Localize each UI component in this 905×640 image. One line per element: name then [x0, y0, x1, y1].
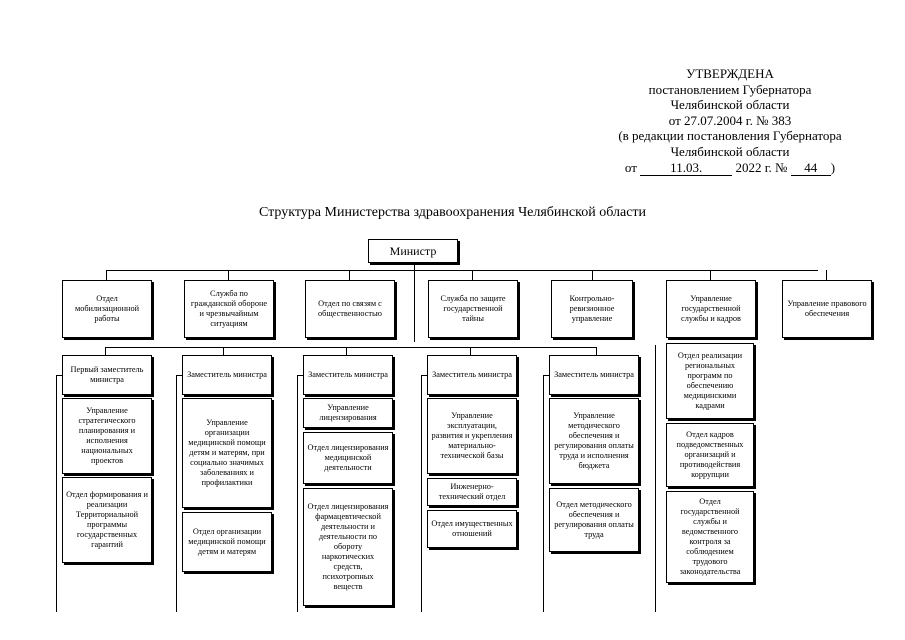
connector-line — [176, 375, 182, 376]
deputy-box: Заместитель министра — [182, 355, 272, 395]
deputy-label: Заместитель министра — [187, 370, 267, 379]
connector-line — [105, 347, 596, 348]
unit-box: Отдел формирования и реализации Территор… — [62, 477, 152, 563]
approval-line: (в редакции постановления Губернатора — [618, 128, 842, 144]
connector-line — [543, 375, 549, 376]
unit-label: Управление организации медицинской помощ… — [188, 418, 266, 487]
approval-date-line: от 11.03. 2022 г. № 44) — [560, 160, 900, 177]
dept-label: Отдел мобилизационной работы — [74, 294, 140, 323]
unit-label: Отдел лицензирования медицинской деятель… — [307, 443, 389, 472]
dept-box: Контрольно-ревизионное управление — [551, 280, 633, 338]
approval-line: от 27.07.2004 г. № 383 — [668, 112, 792, 128]
connector-line — [421, 375, 427, 376]
unit-label: Отдел организации медицинской помощи дет… — [188, 527, 266, 556]
unit-label: Отдел реализации региональных программ п… — [677, 351, 743, 410]
unit-box: Инженерно-технический отдел — [427, 478, 517, 506]
dept-label: Управление правового обеспечения — [787, 299, 867, 318]
connector-line — [472, 270, 473, 280]
connector-line — [56, 375, 57, 612]
connector-line — [349, 270, 350, 280]
dept-box: Служба по гражданской обороне и чрезвыча… — [184, 280, 274, 338]
deputy-label: Первый заместитель министра — [70, 365, 144, 384]
dept-box: Отдел по связям с общественностью — [305, 280, 395, 338]
unit-box: Отдел государственной службы и ведомстве… — [666, 491, 754, 583]
deputy-box: Заместитель министра — [549, 355, 639, 395]
dept-label: Контрольно-ревизионное управление — [569, 294, 615, 323]
connector-line — [826, 270, 827, 280]
approval-heading: УТВЕРЖДЕНА — [686, 66, 774, 81]
dept-box: Отдел мобилизационной работы — [62, 280, 152, 338]
dept-box: Служба по защите государственной тайны — [428, 280, 518, 338]
connector-line — [421, 375, 422, 612]
deputy-label: Заместитель министра — [432, 370, 512, 379]
dept-box: Управление правового обеспечения — [782, 280, 872, 338]
unit-box: Отдел имущественных отношений — [427, 510, 517, 548]
deputy-box: Заместитель министра — [427, 355, 517, 395]
unit-box: Отдел лицензирования медицинской деятель… — [303, 432, 393, 484]
connector-line — [297, 375, 298, 612]
deputy-box: Первый заместитель министра — [62, 355, 152, 395]
unit-box: Управление эксплуатации, развития и укре… — [427, 398, 517, 474]
connector-line — [470, 347, 471, 355]
unit-box: Отдел лицензирования фармацевтической де… — [303, 488, 393, 606]
connector-line — [106, 270, 107, 280]
deputy-label: Заместитель министра — [554, 370, 634, 379]
unit-label: Управление методического обеспечения и р… — [554, 411, 634, 470]
unit-label: Управление стратегического планирования … — [78, 406, 136, 465]
number-value: 44 — [790, 160, 831, 177]
approval-line: Челябинской области — [670, 97, 790, 113]
unit-box: Отдел организации медицинской помощи дет… — [182, 512, 272, 572]
dept-label: Отдел по связям с общественностью — [317, 299, 383, 318]
connector-line — [414, 270, 415, 342]
connector-line — [176, 375, 177, 612]
dept-label: Служба по гражданской обороне и чрезвыча… — [190, 289, 268, 328]
unit-label: Инженерно-технический отдел — [438, 482, 506, 501]
minister-label: Министр — [389, 244, 437, 258]
year-text: 2022 г. № — [735, 159, 788, 175]
minister-box: Министр — [368, 239, 458, 263]
connector-line — [105, 347, 106, 355]
unit-label: Отдел кадров подведомственных организаци… — [676, 430, 744, 479]
dept-label: Служба по защите государственной тайны — [440, 294, 506, 323]
connector-line — [297, 375, 303, 376]
connector-line — [710, 270, 711, 280]
connector-line — [592, 270, 593, 280]
connector-line — [56, 375, 62, 376]
connector-line — [346, 347, 347, 355]
approval-line: постановлением Губернатора — [648, 81, 812, 97]
connector-line — [106, 270, 818, 271]
deputy-box: Заместитель министра — [303, 355, 393, 395]
unit-label: Отдел формирования и реализации Территор… — [66, 490, 148, 549]
close-paren: ) — [830, 159, 836, 175]
unit-label: Управление эксплуатации, развития и укре… — [431, 411, 513, 460]
unit-box: Управление стратегического планирования … — [62, 398, 152, 474]
connector-line — [543, 375, 544, 612]
connector-line — [228, 270, 229, 280]
unit-box: Управление организации медицинской помощ… — [182, 398, 272, 508]
unit-box: Управление методического обеспечения и р… — [549, 398, 639, 484]
unit-box: Отдел методического обеспечения и регули… — [549, 488, 639, 552]
connector-line — [414, 262, 415, 270]
unit-label: Отдел лицензирования фармацевтической де… — [307, 502, 389, 591]
unit-label: Отдел имущественных отношений — [431, 519, 513, 538]
deputy-label: Заместитель министра — [308, 370, 388, 379]
unit-box: Отдел кадров подведомственных организаци… — [666, 423, 754, 487]
date-value: 11.03. — [640, 160, 733, 177]
unit-box: Отдел реализации региональных программ п… — [666, 343, 754, 419]
dept-label: Управление государственной службы и кадр… — [681, 294, 741, 323]
unit-box: Управление лицензирования — [303, 398, 393, 428]
approval-stamp: УТВЕРЖДЕНА постановлением Губернатора Че… — [560, 66, 900, 177]
unit-label: Отдел методического обеспечения и регули… — [554, 500, 634, 539]
date-prefix: от — [624, 159, 637, 175]
unit-label: Отдел государственной службы и ведомстве… — [679, 497, 741, 576]
connector-line — [596, 347, 597, 355]
connector-line — [223, 347, 224, 355]
approval-line: Челябинской области — [670, 143, 790, 159]
page-title: Структура Министерства здравоохранения Ч… — [258, 205, 647, 220]
unit-label: Управление лицензирования — [319, 403, 377, 422]
connector-line — [655, 345, 656, 612]
dept-box: Управление государственной службы и кадр… — [666, 280, 756, 338]
